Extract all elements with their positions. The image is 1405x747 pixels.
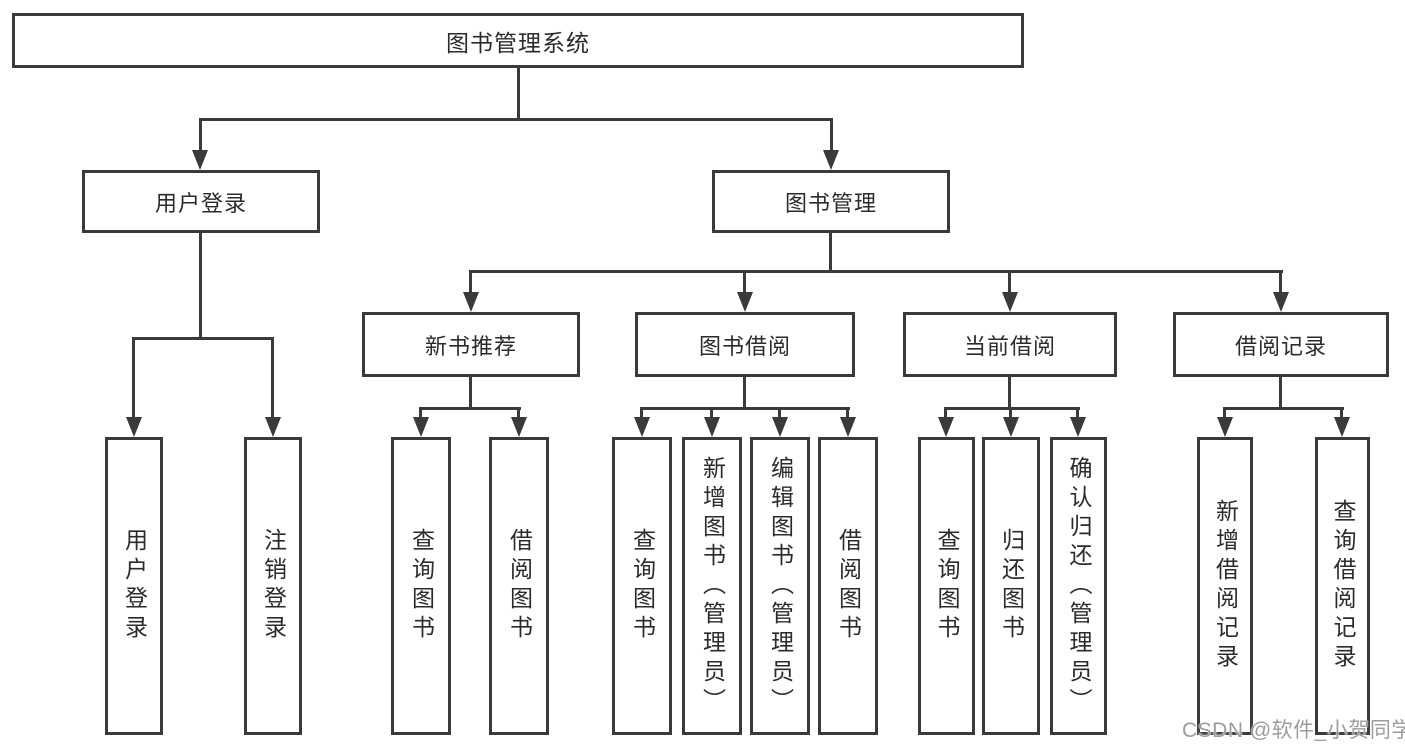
arrow-down-icon xyxy=(938,417,954,437)
arrow-down-icon xyxy=(1070,417,1086,437)
arrow-down-icon xyxy=(265,417,281,437)
node-book-borrowing: 图书借阅 xyxy=(635,312,855,377)
connector-line xyxy=(517,68,520,118)
connector-line xyxy=(199,121,202,150)
connector-line xyxy=(132,340,135,417)
leaf-user-login: 用户登录 xyxy=(105,437,163,735)
connector-line xyxy=(1009,410,1012,417)
leaf-edit-books-admin: 编辑图书（管理员） xyxy=(750,437,810,735)
connector-line xyxy=(271,340,274,417)
connector-line xyxy=(640,407,850,410)
arrow-down-icon xyxy=(126,417,142,437)
node-borrowing-records: 借阅记录 xyxy=(1173,312,1389,377)
node-current-borrowing: 当前借阅 xyxy=(903,312,1117,377)
connector-line xyxy=(1008,377,1011,407)
connector-line xyxy=(743,273,746,292)
arrow-down-icon xyxy=(634,417,650,437)
connector-line xyxy=(469,377,472,407)
leaf-query-borrow-record: 查询借阅记录 xyxy=(1315,437,1370,735)
arrow-down-icon xyxy=(823,150,839,170)
leaf-query-books-borrowing: 查询图书 xyxy=(612,437,672,735)
arrow-down-icon xyxy=(840,417,856,437)
connector-line xyxy=(710,410,713,417)
arrow-down-icon xyxy=(192,150,208,170)
connector-line xyxy=(132,337,274,340)
connector-line xyxy=(944,410,947,417)
arrow-down-icon xyxy=(704,417,720,437)
node-book-management: 图书管理 xyxy=(712,170,950,233)
connector-line xyxy=(469,270,1283,273)
arrow-down-icon xyxy=(463,292,479,312)
leaf-logout: 注销登录 xyxy=(244,437,302,735)
connector-line xyxy=(846,410,849,417)
connector-line xyxy=(1279,377,1282,407)
arrow-down-icon xyxy=(737,292,753,312)
arrow-down-icon xyxy=(1002,292,1018,312)
connector-line xyxy=(1223,410,1226,417)
connector-line xyxy=(743,377,746,407)
arrow-down-icon xyxy=(1273,292,1289,312)
leaf-query-books-current: 查询图书 xyxy=(918,437,975,735)
connector-line xyxy=(830,121,833,150)
connector-line xyxy=(469,273,472,292)
connector-line xyxy=(199,233,202,337)
connector-line xyxy=(419,410,422,417)
leaf-query-books-recommendation: 查询图书 xyxy=(391,437,451,735)
node-user-login: 用户登录 xyxy=(82,170,320,233)
leaf-return-books: 归还图书 xyxy=(982,437,1040,735)
connector-line xyxy=(829,233,832,270)
leaf-confirm-return-admin: 确认归还（管理员） xyxy=(1050,437,1107,735)
connector-line xyxy=(419,407,521,410)
leaf-add-books-admin: 新增图书（管理员） xyxy=(682,437,742,735)
arrow-down-icon xyxy=(511,417,527,437)
arrow-down-icon xyxy=(1003,417,1019,437)
connector-line xyxy=(1340,410,1343,417)
leaf-add-borrow-record: 新增借阅记录 xyxy=(1197,437,1253,735)
connector-line xyxy=(1279,273,1282,292)
connector-line xyxy=(199,118,833,121)
connector-line xyxy=(1008,273,1011,292)
connector-line xyxy=(778,410,781,417)
connector-line xyxy=(640,410,643,417)
arrow-down-icon xyxy=(772,417,788,437)
leaf-borrow-books: 借阅图书 xyxy=(818,437,878,735)
arrow-down-icon xyxy=(1334,417,1350,437)
node-new-book-recommendation: 新书推荐 xyxy=(362,312,580,377)
connector-line xyxy=(944,407,1080,410)
connector-line xyxy=(1223,407,1344,410)
leaf-borrow-books-recommendation: 借阅图书 xyxy=(489,437,549,735)
arrow-down-icon xyxy=(413,417,429,437)
arrow-down-icon xyxy=(1217,417,1233,437)
watermark: CSDN @软件_小贺同学 xyxy=(1182,719,1405,742)
node-root-library-system: 图书管理系统 xyxy=(12,13,1024,68)
connector-line xyxy=(517,410,520,417)
connector-line xyxy=(1076,410,1079,417)
